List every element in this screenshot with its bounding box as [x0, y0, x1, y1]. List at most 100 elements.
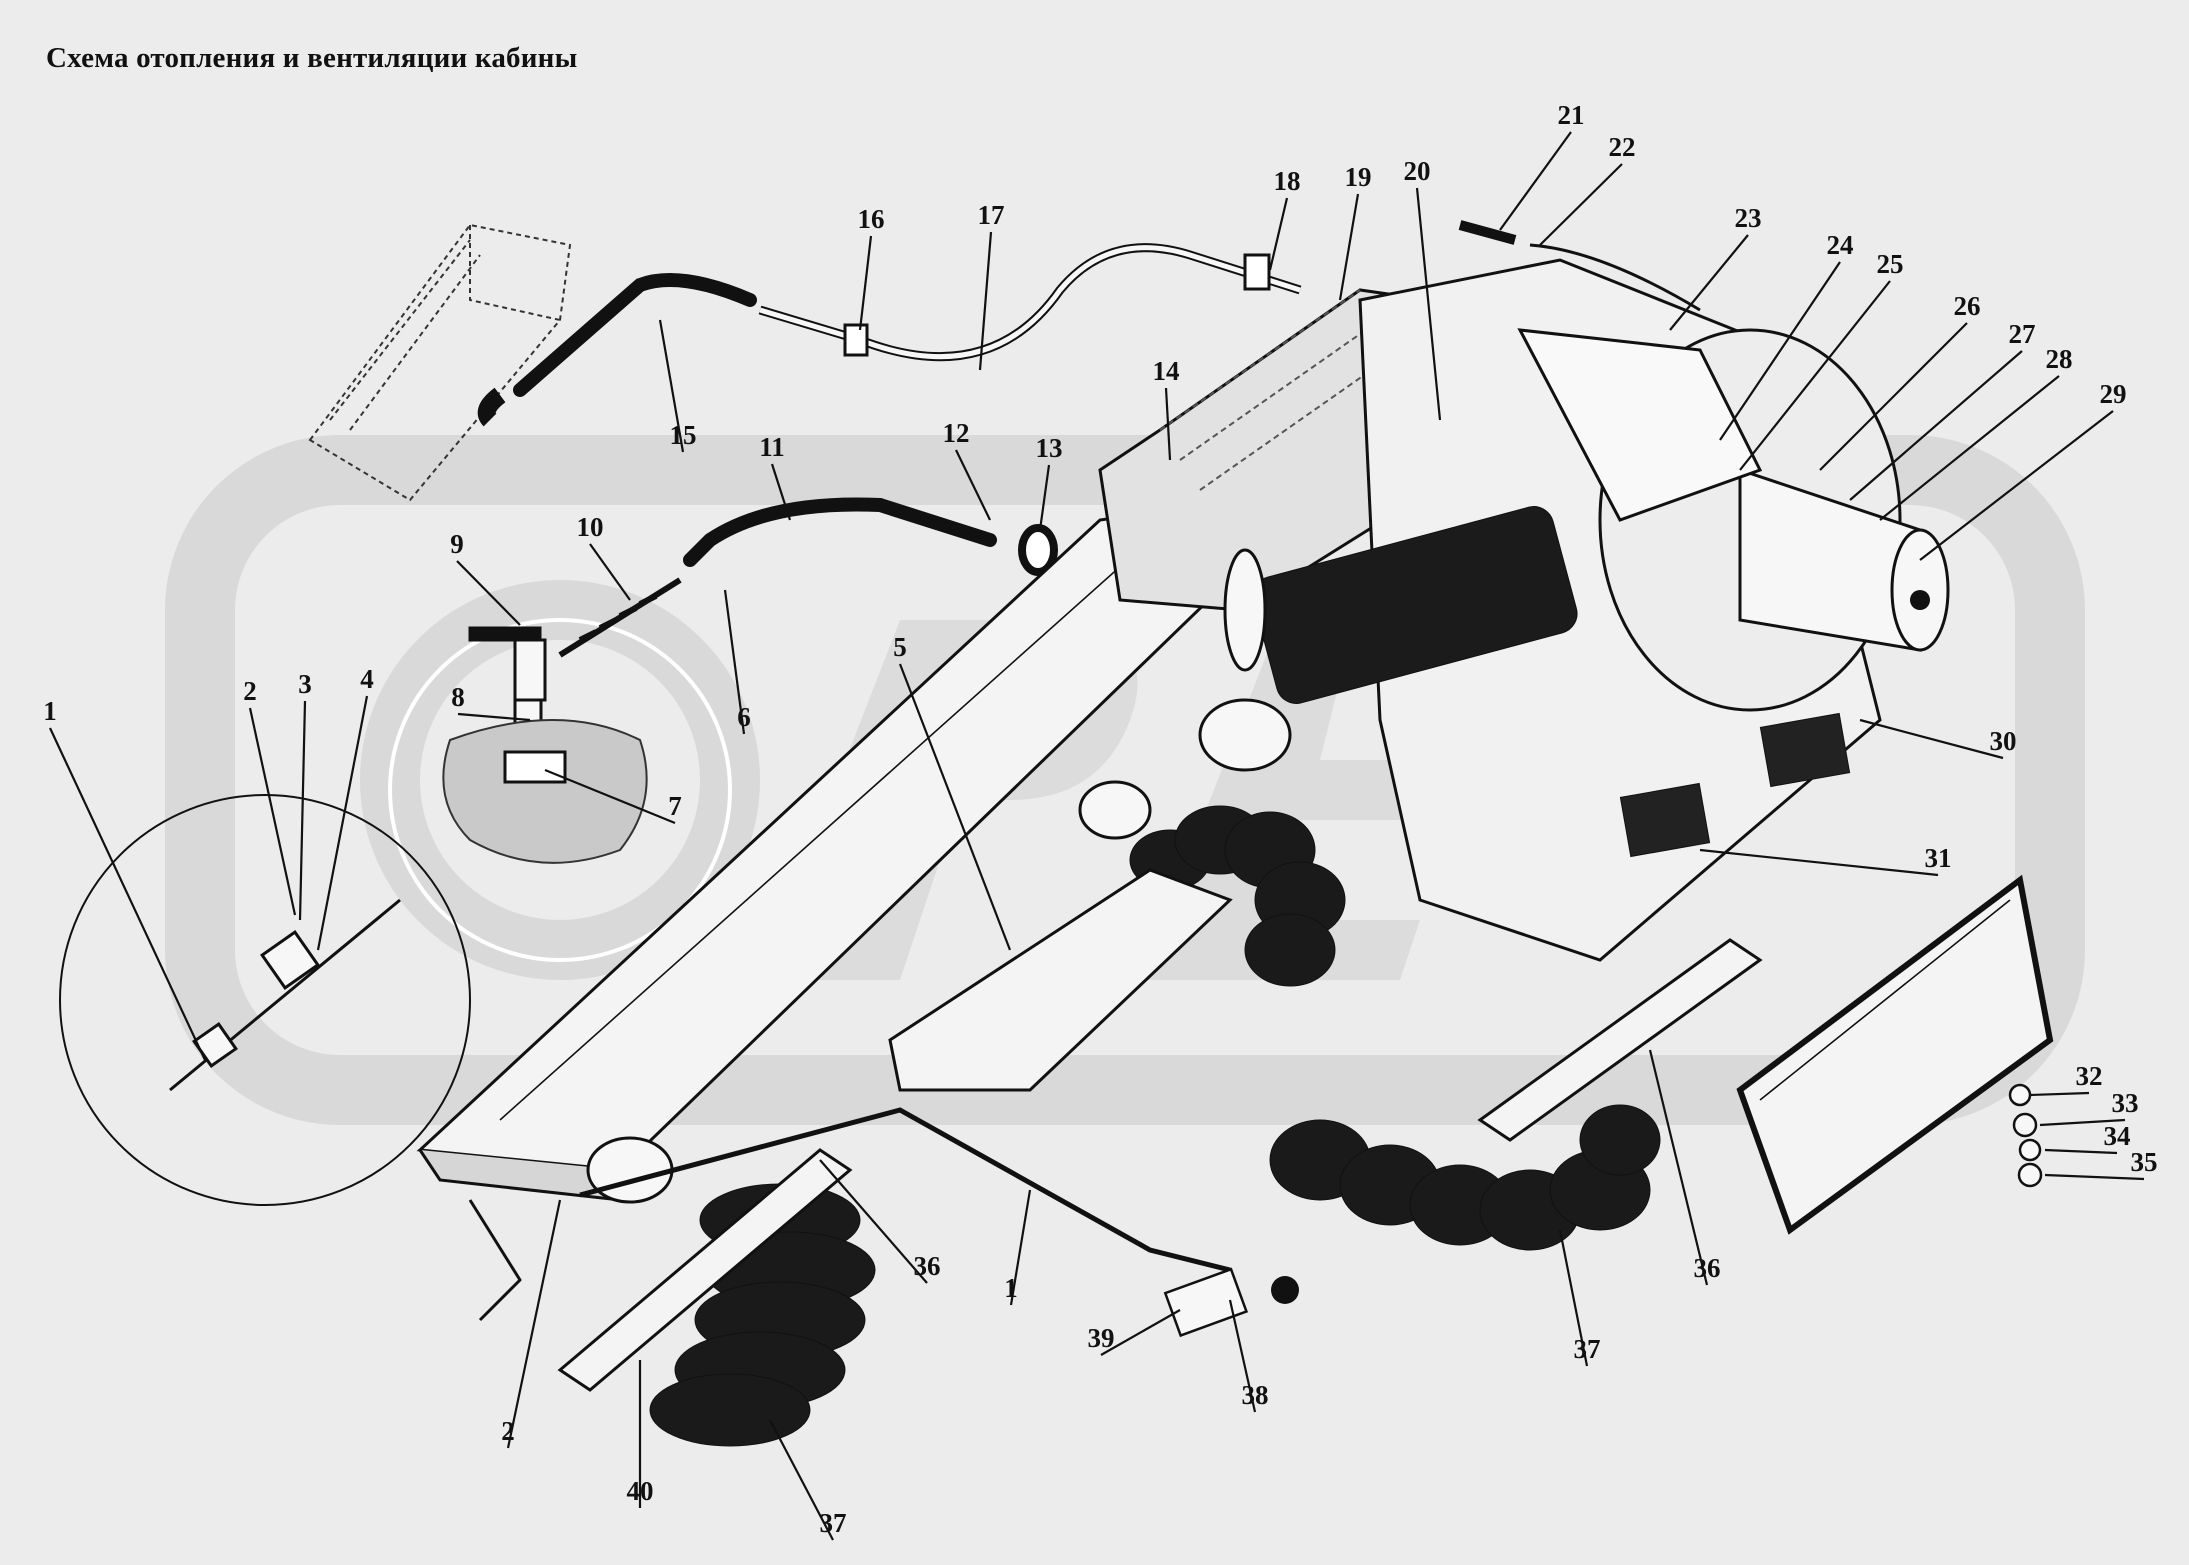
callout-c20: 20 — [1404, 156, 1431, 186]
cable-clamp-detail — [169, 898, 401, 1092]
leader-c7 — [544, 768, 676, 825]
leader-c25 — [1739, 280, 1891, 471]
callout-c29: 29 — [2100, 379, 2127, 409]
callout-c26: 26 — [1954, 291, 1981, 321]
callout-c16: 16 — [858, 204, 885, 234]
callout-c8: 8 — [451, 682, 465, 712]
callout-c15: 15 — [670, 420, 697, 450]
control-knob-38 — [1271, 1276, 1299, 1304]
callout-c19: 19 — [1345, 162, 1372, 192]
coolant-hose-15 — [513, 273, 757, 397]
leader-c36a — [819, 1159, 928, 1284]
valve-mount-pad — [442, 719, 648, 864]
leader-c20 — [1415, 187, 1442, 421]
callout-c34: 34 — [2104, 1121, 2131, 1151]
leader-c24 — [1719, 261, 1841, 441]
detail-circle-cable-clamp — [59, 794, 471, 1206]
corrugated-hose-37-center — [1129, 805, 1346, 987]
air-deflector-36-left — [557, 1148, 853, 1392]
callout-c1a: 1 — [43, 696, 57, 726]
control-panel-39 — [1163, 1267, 1249, 1338]
callout-c36b: 36 — [1694, 1253, 1721, 1283]
fan-motor-29 — [1738, 467, 1950, 652]
callout-c37a: 37 — [1574, 1334, 1601, 1364]
callout-c4: 4 — [360, 664, 374, 694]
leader-c2a — [248, 707, 297, 916]
leader-c38 — [1228, 1299, 1257, 1413]
leader-c29 — [1919, 410, 2114, 561]
leader-c17 — [978, 231, 993, 371]
leader-c3 — [298, 700, 307, 921]
leader-c22 — [1539, 163, 1623, 246]
callout-c30: 30 — [1990, 726, 2017, 756]
leader-c39 — [1100, 1309, 1181, 1356]
callout-c14: 14 — [1153, 356, 1180, 386]
leader-c30 — [1859, 718, 2004, 760]
leader-c13 — [1038, 464, 1051, 531]
leader-lines — [49, 131, 2145, 1541]
leader-c2b — [506, 1199, 562, 1449]
outlet-pipe — [1198, 698, 1292, 772]
callout-c12: 12 — [943, 418, 970, 448]
control-cable-1 — [579, 1107, 1231, 1273]
leader-c35 — [2044, 1173, 2145, 1181]
detail-circle-valve-mount — [388, 618, 732, 962]
leader-c1b — [1009, 1189, 1032, 1306]
callout-c25: 25 — [1877, 249, 1904, 279]
diagram-title: Схема отопления и вентиляции кабины — [46, 42, 578, 74]
leader-c32 — [2029, 1091, 2090, 1097]
callout-c22: 22 — [1609, 132, 1636, 162]
leader-c8 — [457, 712, 531, 722]
vent-grille-31 — [1736, 874, 2054, 1235]
seal-ring-13 — [1018, 524, 1058, 576]
callout-c23: 23 — [1735, 203, 1762, 233]
fastener-set-32-35 — [2008, 1083, 2043, 1188]
callout-c2b: 2 — [501, 1416, 515, 1446]
leader-c21 — [1499, 131, 1572, 231]
leader-c31 — [1699, 848, 1939, 877]
callout-c11: 11 — [759, 432, 785, 462]
heater-reservoir-box — [308, 223, 572, 502]
callout-c3: 3 — [298, 669, 312, 699]
air-deflector-center — [888, 868, 1233, 1092]
callout-c17: 17 — [978, 200, 1005, 230]
leader-c36b — [1648, 1049, 1709, 1286]
leader-c5 — [898, 663, 1012, 951]
callout-c31: 31 — [1925, 843, 1952, 873]
callout-c28: 28 — [2046, 344, 2073, 374]
pipe-clamp-16 — [843, 323, 869, 357]
callout-c37b: 37 — [820, 1508, 847, 1538]
callout-c33: 33 — [2112, 1088, 2139, 1118]
callout-c24: 24 — [1827, 230, 1854, 260]
leader-c4 — [316, 695, 369, 951]
leader-c27 — [1849, 350, 2023, 501]
fan-bracket-23 — [1517, 328, 1763, 522]
callout-c2a: 2 — [243, 676, 257, 706]
callout-c32: 32 — [2076, 1061, 2103, 1091]
air-intake-cylinder — [1252, 506, 1578, 704]
leader-c14 — [1164, 387, 1172, 461]
leader-c11 — [770, 463, 792, 521]
callout-c7: 7 — [668, 791, 682, 821]
callout-c10: 10 — [577, 512, 604, 542]
air-deflector-36-right — [1477, 938, 1763, 1142]
leader-c1a — [49, 727, 206, 1061]
leader-c12 — [955, 449, 991, 521]
leader-c6 — [723, 589, 746, 735]
callout-c36a: 36 — [914, 1251, 941, 1281]
leader-c34 — [2044, 1148, 2118, 1155]
leader-c37b — [769, 1419, 834, 1541]
callout-c1b: 1 — [1004, 1273, 1018, 1303]
leader-c10 — [589, 543, 631, 601]
leader-c28 — [1879, 375, 2060, 521]
bolt-21 — [1458, 220, 1517, 245]
hose-clamp-18 — [1243, 253, 1271, 291]
leader-c18 — [1268, 197, 1289, 271]
callout-c9: 9 — [450, 529, 464, 559]
callout-c35: 35 — [2131, 1147, 2158, 1177]
callout-c40: 40 — [627, 1476, 654, 1506]
leader-c37a — [1558, 1229, 1589, 1367]
leader-c19 — [1338, 193, 1360, 301]
leader-c16 — [858, 235, 873, 331]
